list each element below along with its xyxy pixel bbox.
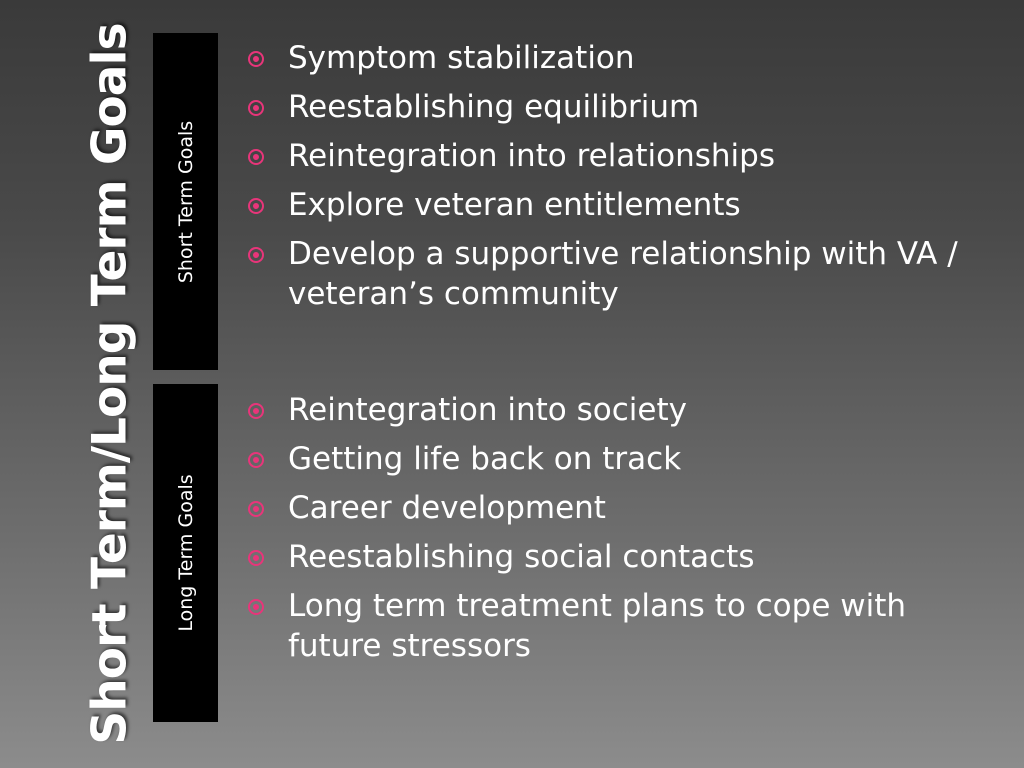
list-item: Symptom stabilization	[245, 38, 1005, 78]
circle-dot-bullet-icon	[248, 452, 264, 468]
list-item: Reintegration into society	[245, 390, 1005, 430]
list-item-text: Reestablishing equilibrium	[288, 89, 700, 125]
list-item-text: Long term treatment plans to cope with f…	[288, 588, 907, 664]
short-term-goals-tab: Short Term Goals	[153, 33, 218, 370]
list-item-text: Develop a supportive relationship with V…	[288, 236, 958, 312]
short-term-goals-list: Symptom stabilization Reestablishing equ…	[245, 38, 1005, 323]
slide-title: Short Term/Long Term Goals	[82, 23, 138, 745]
circle-dot-bullet-icon	[248, 100, 264, 116]
list-item: Getting life back on track	[245, 439, 1005, 479]
list-item-text: Explore veteran entitlements	[288, 187, 741, 223]
list-item-text: Reintegration into relationships	[288, 138, 775, 174]
list-item-text: Reintegration into society	[288, 392, 687, 428]
long-term-goals-label: Long Term Goals	[174, 474, 197, 632]
list-item-text: Getting life back on track	[288, 441, 682, 477]
circle-dot-bullet-icon	[248, 198, 264, 214]
list-item: Develop a supportive relationship with V…	[245, 234, 1005, 314]
list-item: Reestablishing equilibrium	[245, 87, 1005, 127]
circle-dot-bullet-icon	[248, 550, 264, 566]
list-item: Career development	[245, 488, 1005, 528]
list-item: Reintegration into relationships	[245, 136, 1005, 176]
long-term-goals-list: Reintegration into society Getting life …	[245, 390, 1005, 675]
circle-dot-bullet-icon	[248, 149, 264, 165]
long-term-goals-tab: Long Term Goals	[153, 384, 218, 722]
list-item: Reestablishing social contacts	[245, 537, 1005, 577]
circle-dot-bullet-icon	[248, 501, 264, 517]
short-term-goals-label: Short Term Goals	[174, 120, 197, 283]
circle-dot-bullet-icon	[248, 599, 264, 615]
circle-dot-bullet-icon	[248, 51, 264, 67]
list-item-text: Career development	[288, 490, 606, 526]
circle-dot-bullet-icon	[248, 403, 264, 419]
list-item-text: Symptom stabilization	[288, 40, 635, 76]
list-item: Explore veteran entitlements	[245, 185, 1005, 225]
list-item-text: Reestablishing social contacts	[288, 539, 755, 575]
list-item: Long term treatment plans to cope with f…	[245, 586, 1005, 666]
circle-dot-bullet-icon	[248, 247, 264, 263]
